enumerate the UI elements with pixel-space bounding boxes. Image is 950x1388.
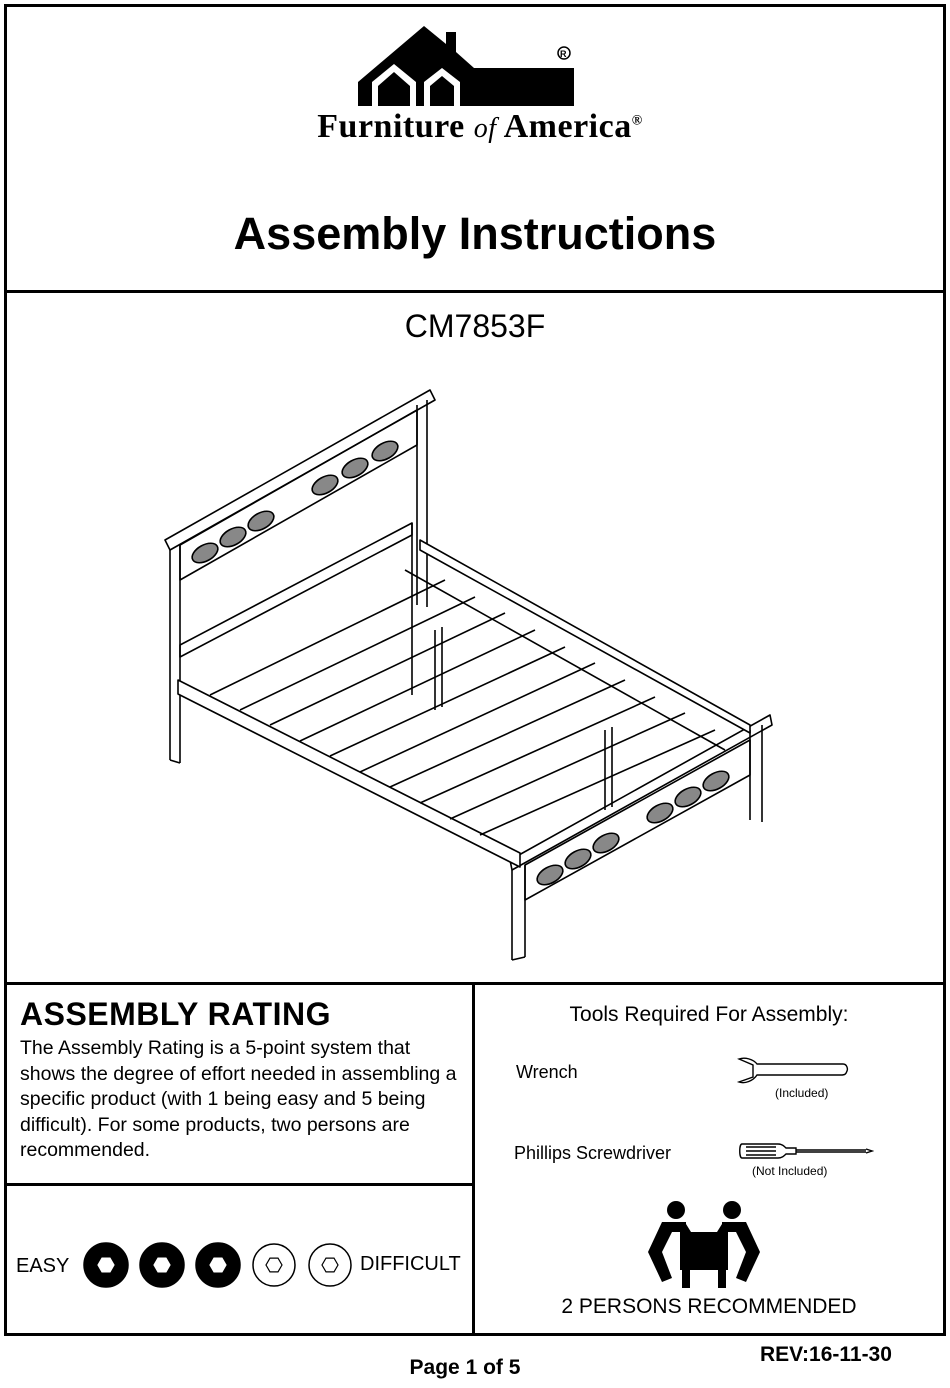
two-persons-lifting-icon — [648, 1201, 760, 1288]
rating-dot-1 — [83, 1242, 129, 1288]
model-number: CM7853F — [404, 308, 546, 344]
footboard-medallions — [536, 770, 730, 886]
footboard — [509, 714, 773, 961]
revision-label: REV:16-11-30 — [760, 1343, 892, 1366]
rating-dot-3 — [195, 1242, 241, 1288]
brand-name: Furniture of America® — [270, 108, 690, 146]
brand-word-of: of — [473, 113, 497, 144]
brand-word-furniture: Furniture — [317, 108, 465, 145]
page-frame — [4, 4, 946, 1336]
bed-illustration — [164, 389, 773, 961]
rating-dot-5 — [308, 1243, 352, 1287]
headboard — [164, 389, 436, 764]
page-title: Assembly Instructions — [233, 208, 717, 259]
assembly-rating-title: ASSEMBLY RATING — [20, 996, 331, 1032]
rating-difficult-label: DIFFICULT — [360, 1253, 461, 1275]
tool-note-screwdriver: (Not Included) — [752, 1164, 828, 1178]
illustration-divider — [4, 982, 946, 985]
registered-mark: ® — [631, 113, 643, 129]
wrench-icon — [736, 1057, 849, 1084]
tool-name-screwdriver: Phillips Screwdriver — [514, 1143, 672, 1163]
rating-dot-2 — [139, 1242, 185, 1288]
brand-logo-house: R — [358, 26, 574, 106]
headboard-medallions — [191, 440, 399, 564]
rating-divider — [4, 1183, 474, 1186]
rating-scale — [83, 1242, 352, 1288]
brand-word-america: America — [503, 108, 632, 145]
persons-recommended-label: 2 PERSONS RECOMMENDED — [561, 1295, 857, 1318]
page-number: Page 1 of 5 — [409, 1356, 521, 1379]
rating-easy-label: EASY — [16, 1255, 70, 1277]
header-divider — [4, 290, 946, 293]
assembly-rating-description: The Assembly Rating is a 5-point system … — [20, 1037, 457, 1161]
svg-text:R: R — [560, 49, 567, 59]
slats — [209, 579, 716, 836]
bottom-column-divider — [472, 982, 475, 1333]
side-rails — [177, 539, 751, 868]
screwdriver-icon — [739, 1143, 874, 1159]
center-support — [404, 569, 726, 810]
rating-dot-4 — [252, 1243, 296, 1287]
tool-name-wrench: Wrench — [516, 1062, 578, 1082]
tool-note-wrench: (Included) — [775, 1086, 829, 1100]
tools-title: Tools Required For Assembly: — [569, 1003, 849, 1026]
